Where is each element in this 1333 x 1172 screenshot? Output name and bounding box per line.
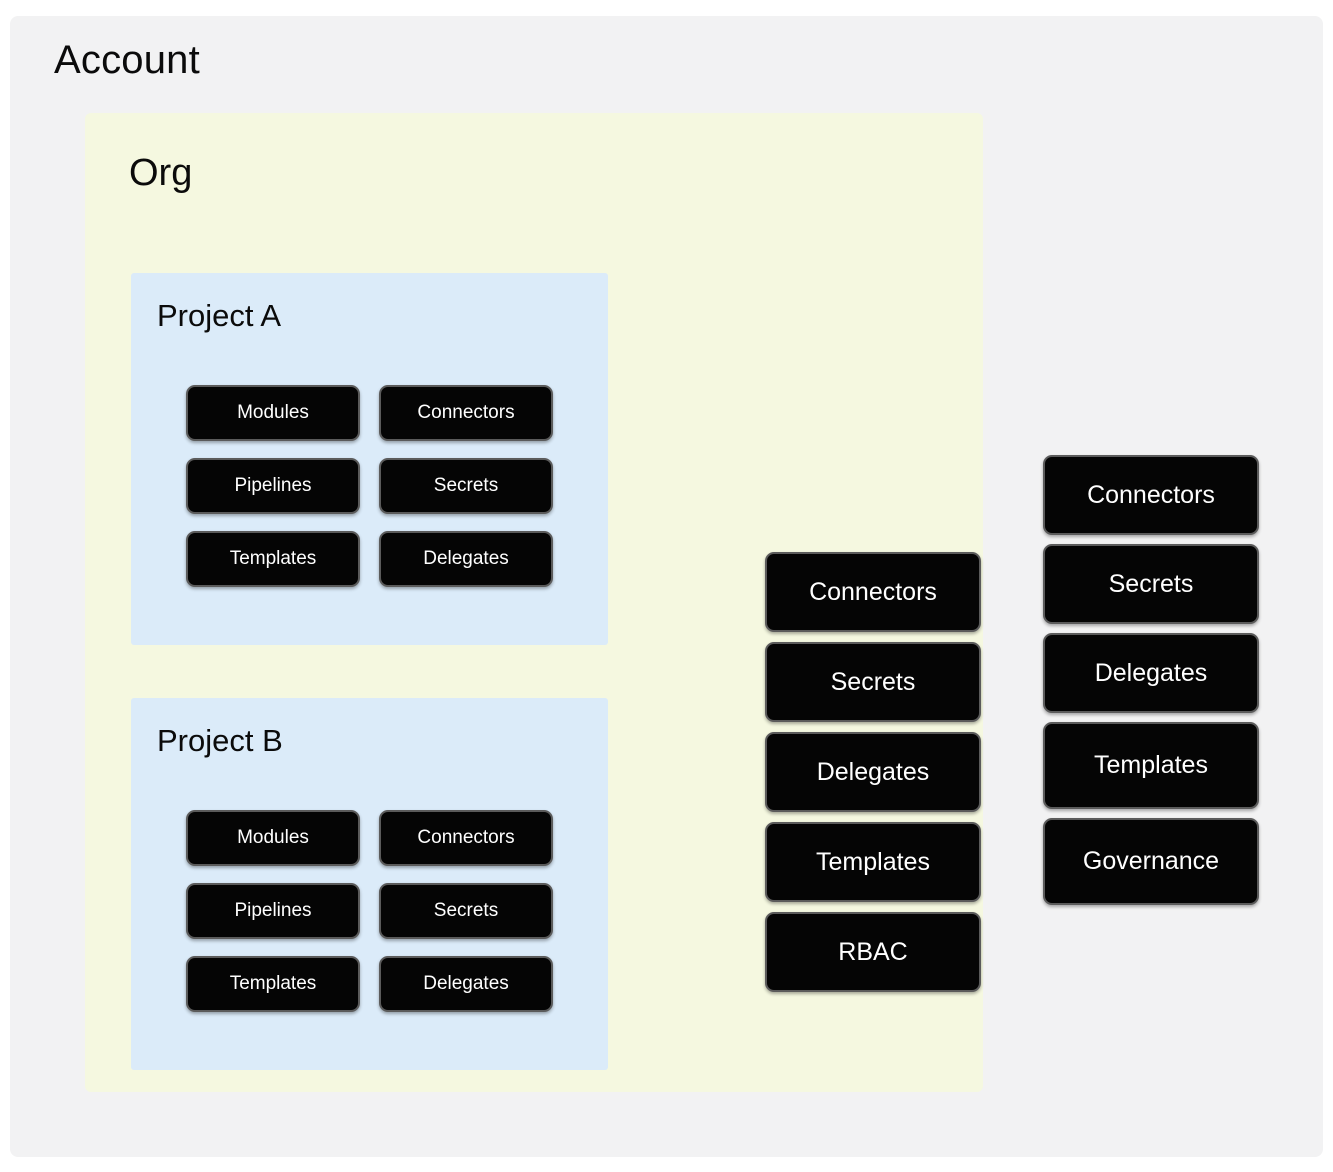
org-resource-delegates[interactable]: Delegates — [765, 732, 981, 812]
account-resource-connectors[interactable]: Connectors — [1043, 455, 1259, 535]
org-title: Org — [129, 152, 193, 194]
org-resource-templates[interactable]: Templates — [765, 822, 981, 902]
project-a-resource-pipelines[interactable]: Pipelines — [186, 458, 360, 514]
project-b-title: Project B — [157, 723, 283, 758]
project-b-resource-secrets[interactable]: Secrets — [379, 883, 553, 939]
project-a-resource-delegates[interactable]: Delegates — [379, 531, 553, 587]
project-b-resource-templates[interactable]: Templates — [186, 956, 360, 1012]
account-resource-delegates[interactable]: Delegates — [1043, 633, 1259, 713]
org-resource-connectors[interactable]: Connectors — [765, 552, 981, 632]
project-b-resource-delegates[interactable]: Delegates — [379, 956, 553, 1012]
account-title: Account — [54, 38, 200, 82]
project-a-resource-templates[interactable]: Templates — [186, 531, 360, 587]
project-a-resource-grid: Modules Connectors Pipelines Secrets Tem… — [186, 385, 553, 587]
org-resource-rbac[interactable]: RBAC — [765, 912, 981, 992]
project-b-resource-grid: Modules Connectors Pipelines Secrets Tem… — [186, 810, 553, 1012]
project-panel-b: Project B Modules Connectors Pipelines S… — [131, 698, 608, 1070]
project-a-resource-secrets[interactable]: Secrets — [379, 458, 553, 514]
project-a-resource-connectors[interactable]: Connectors — [379, 385, 553, 441]
project-b-resource-modules[interactable]: Modules — [186, 810, 360, 866]
account-scope-resource-column: Connectors Secrets Delegates Templates G… — [1043, 455, 1259, 905]
project-b-resource-connectors[interactable]: Connectors — [379, 810, 553, 866]
account-resource-templates[interactable]: Templates — [1043, 722, 1259, 809]
org-scope-resource-column: Connectors Secrets Delegates Templates R… — [765, 552, 981, 992]
account-scope-panel: Account Org Project A Modules Connectors… — [10, 16, 1323, 1157]
project-a-resource-modules[interactable]: Modules — [186, 385, 360, 441]
project-panel-a: Project A Modules Connectors Pipelines S… — [131, 273, 608, 645]
org-resource-secrets[interactable]: Secrets — [765, 642, 981, 722]
org-scope-panel: Org Project A Modules Connectors Pipelin… — [85, 113, 983, 1092]
project-b-resource-pipelines[interactable]: Pipelines — [186, 883, 360, 939]
account-resource-secrets[interactable]: Secrets — [1043, 544, 1259, 624]
project-a-title: Project A — [157, 298, 282, 333]
account-resource-governance[interactable]: Governance — [1043, 818, 1259, 905]
